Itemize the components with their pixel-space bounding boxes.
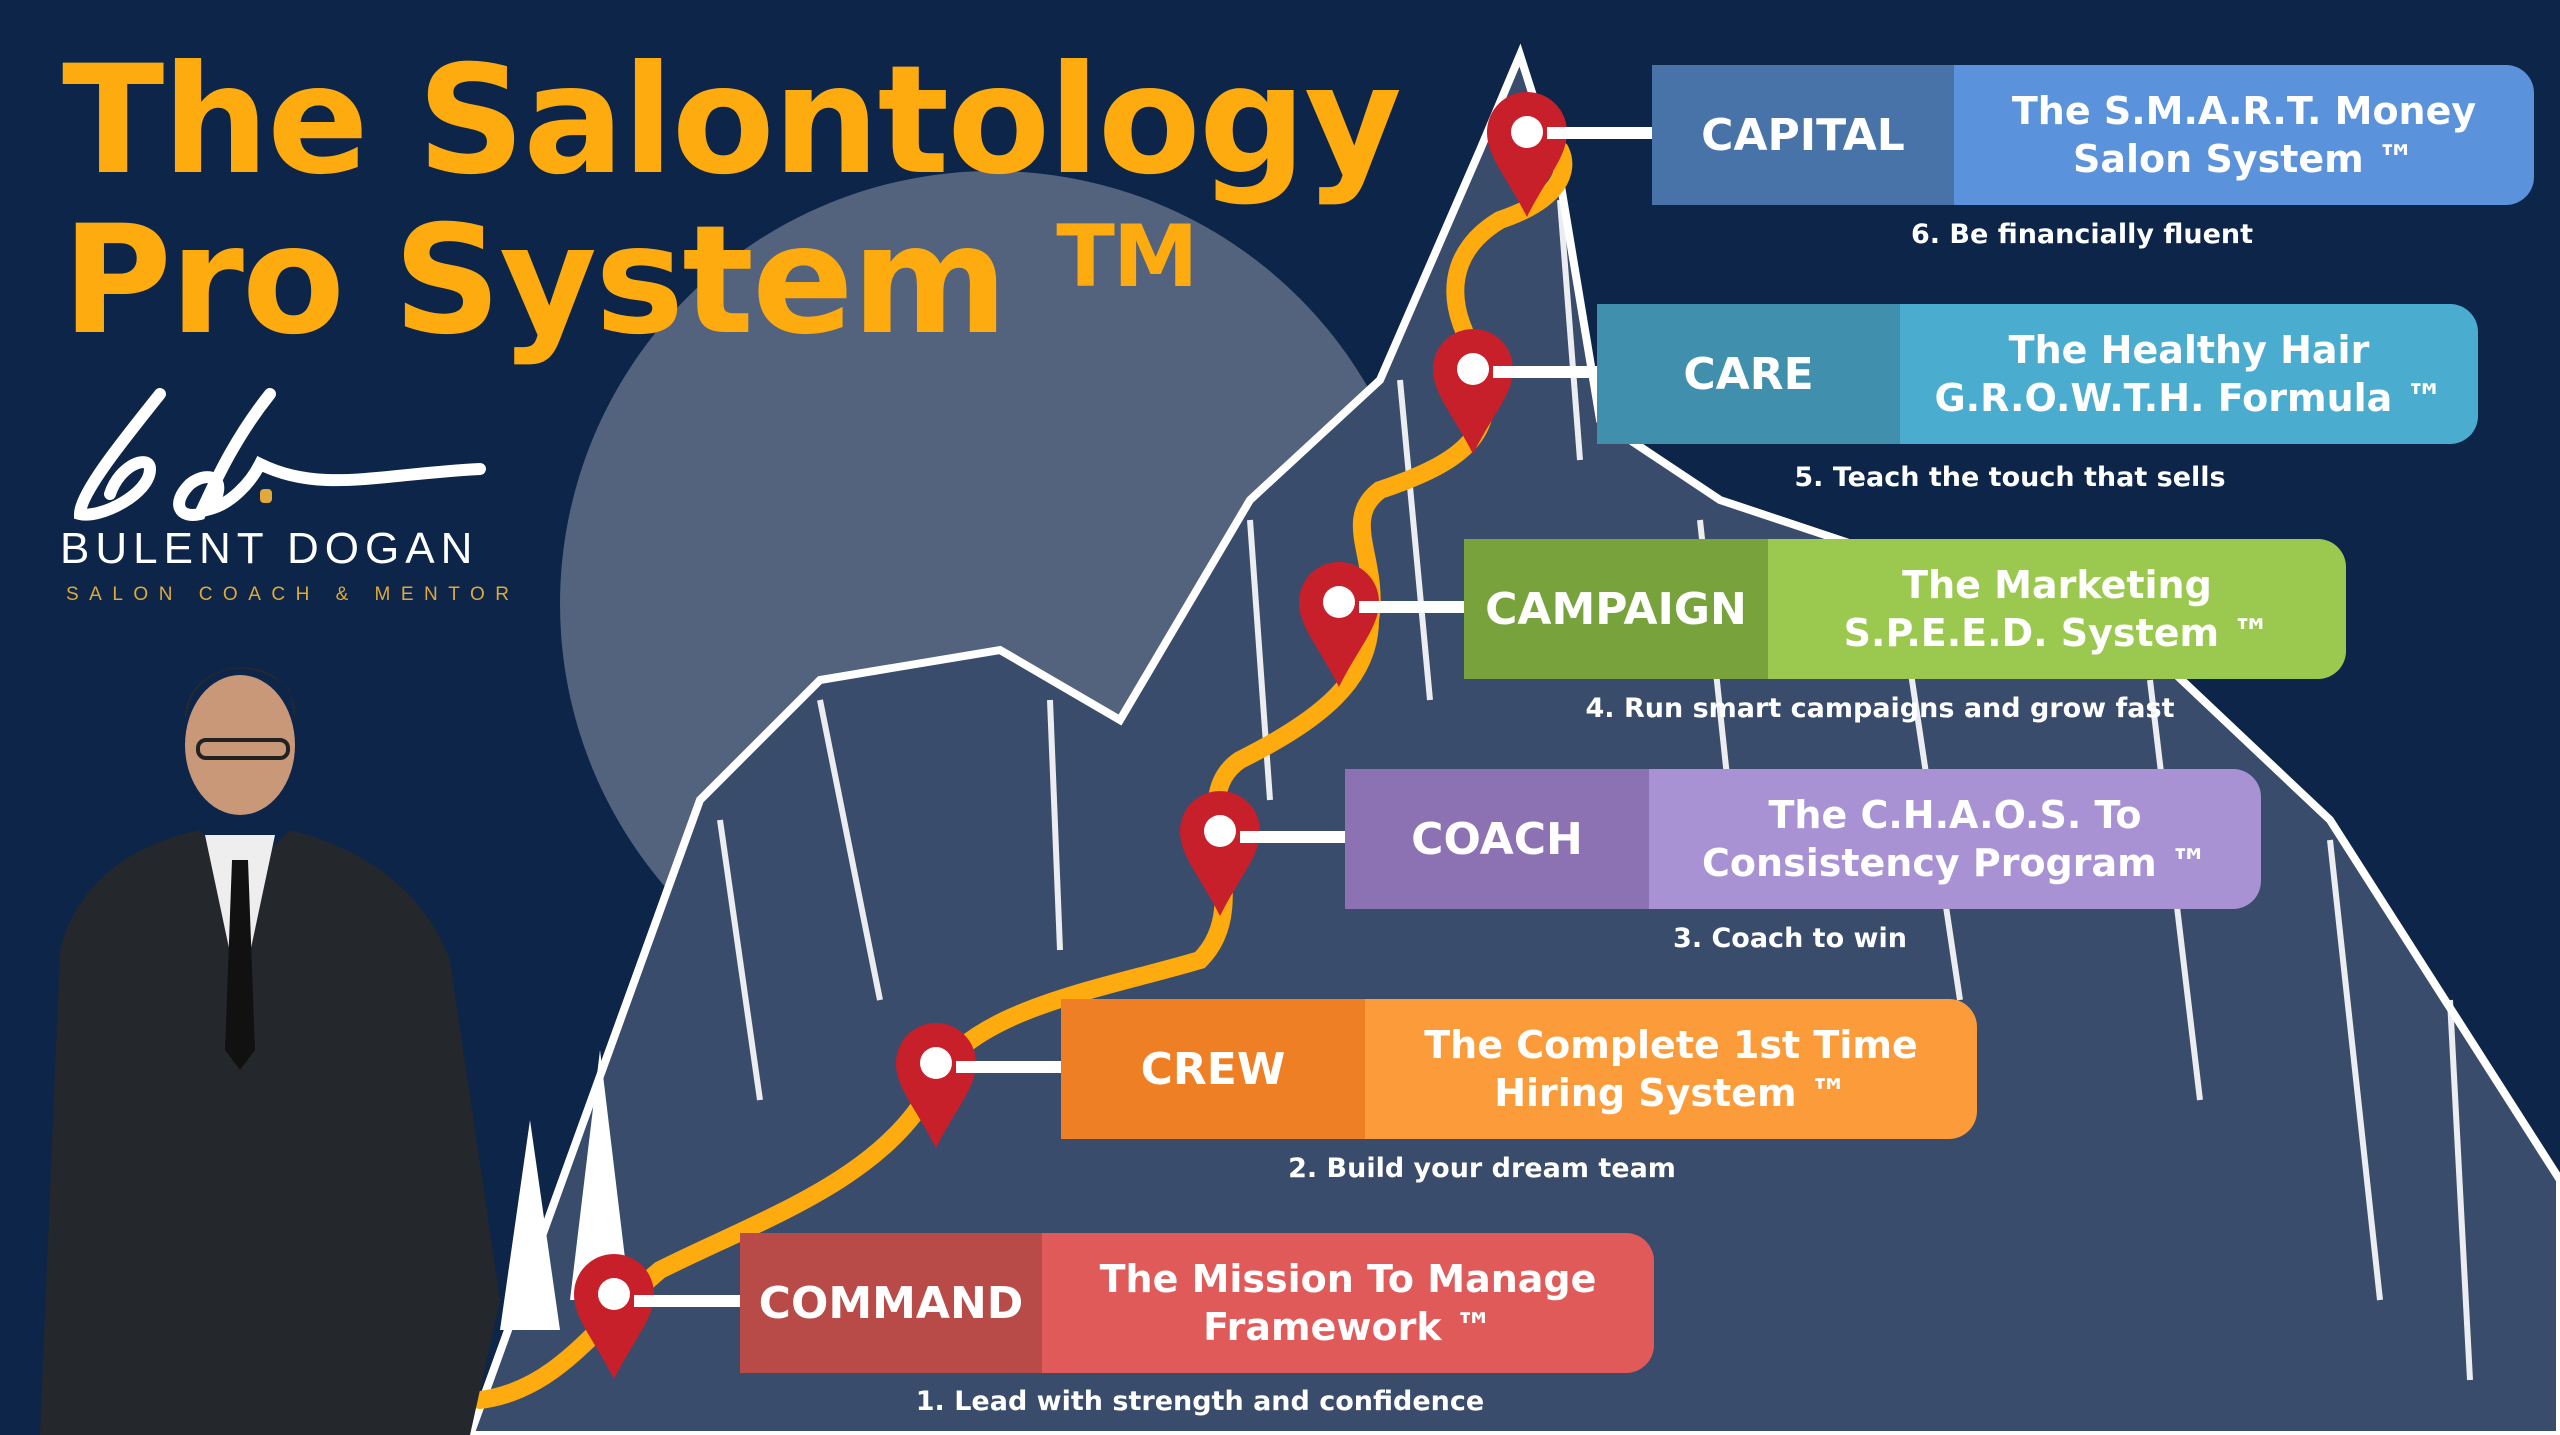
step-caption: 2. Build your dream team [1288,1153,1676,1184]
step-description: The S.M.A.R.T. Money Salon System ™ [1954,65,2534,205]
connector-line [1240,831,1345,843]
connector-line [1547,127,1652,139]
title-line-2: Pro System TM [62,206,1199,356]
logo-name: BULENT DOGAN [60,524,479,573]
map-pin-icon [896,1023,976,1148]
map-pin-icon [1487,92,1567,217]
step-label: CAMPAIGN [1464,539,1768,679]
trademark: TM [1056,207,1198,307]
step-label: CREW [1061,999,1365,1139]
logo-monogram [73,388,486,521]
step-description: The Marketing S.P.E.E.D. System ™ [1768,539,2346,679]
step-caption: 1. Lead with strength and confidence [915,1386,1485,1417]
connector-line [1359,601,1464,613]
step-description: The C.H.A.O.S. To Consistency Program ™ [1649,769,2261,909]
step-caption: 3. Coach to win [1673,923,1907,954]
step-description: The Complete 1st Time Hiring System ™ [1365,999,1977,1139]
title-line-1: The Salontology [62,34,1402,208]
person-photo [40,667,500,1435]
step-label: CAPITAL [1652,65,1954,205]
title-line-2-text: Pro System [62,194,1008,368]
map-pin-icon [1433,329,1513,454]
step-label: CARE [1597,304,1900,444]
logo-tagline: SALON COACH & MENTOR [66,584,520,605]
step-description: The Mission To Manage Framework ™ [1042,1233,1654,1373]
map-pin-icon [1299,562,1379,687]
pine-trees [500,1050,630,1330]
map-pin-icon [1180,791,1260,916]
step-label: COACH [1345,769,1649,909]
map-pin-icon [574,1254,654,1379]
connector-line [1493,366,1597,378]
step-caption: 5. Teach the touch that sells [1794,462,2226,493]
connector-line [634,1295,740,1307]
step-label: COMMAND [740,1233,1042,1373]
step-caption: 4. Run smart campaigns and grow fast [1585,693,2175,724]
step-caption: 6. Be financially fluent [1910,219,2254,250]
connector-line [956,1061,1061,1073]
step-description: The Healthy Hair G.R.O.W.T.H. Formula ™ [1900,304,2478,444]
